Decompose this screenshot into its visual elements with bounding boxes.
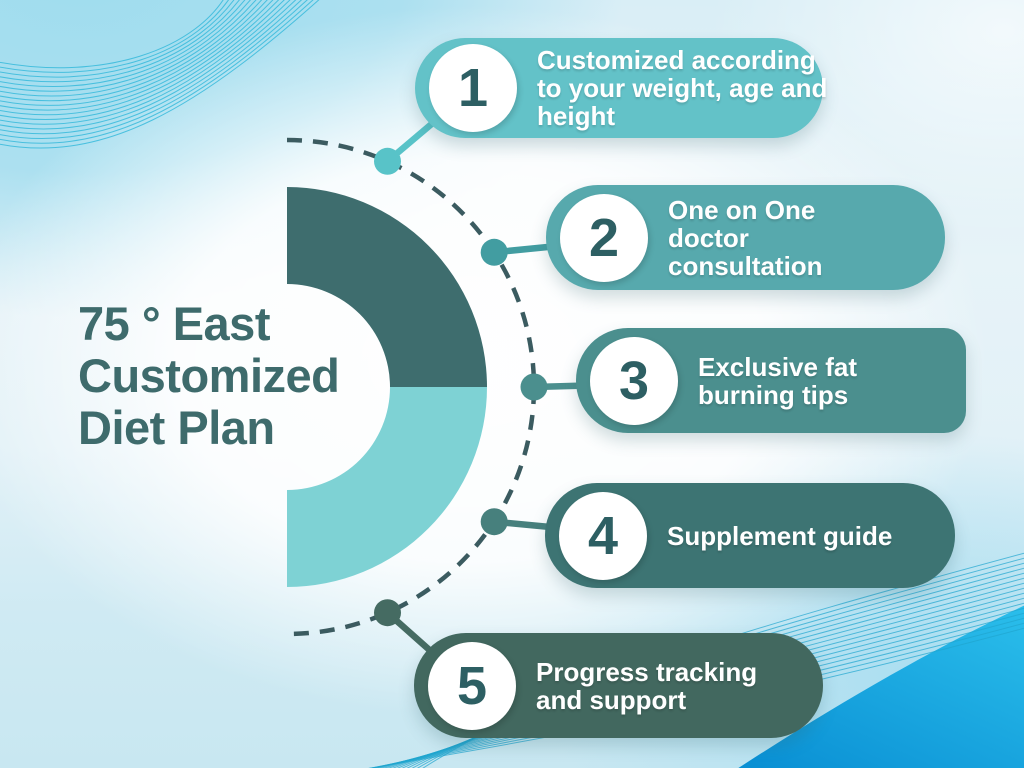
step-number-5: 5: [456, 655, 488, 716]
wave-line: [0, 0, 320, 149]
wave-line: [0, 0, 303, 135]
progress-arc-dark: [287, 187, 487, 387]
step-text-3: Exclusive fat burning tips: [698, 353, 863, 409]
page-title: 75 ° East Customized Diet Plan: [78, 297, 340, 454]
step-pill-5: 5 Progress tracking and support: [414, 633, 823, 738]
step-text-5-line-2: and support: [536, 684, 687, 715]
step-text-2-line-2: doctor: [668, 222, 749, 253]
wave-line: [0, 0, 235, 78]
connector-dot-1: [374, 147, 401, 175]
dashed-circle: [286, 137, 537, 637]
wave-line: [0, 0, 280, 116]
step-number-circle-2: 2: [560, 193, 648, 282]
step-pill-2: 2 One on One doctor consultation: [546, 185, 945, 290]
step-number-4: 4: [587, 505, 619, 566]
progress-arc-light: [287, 387, 487, 587]
connector-dot-5: [374, 599, 401, 627]
wave-line: [0, 0, 314, 144]
step-number-circle-3: 3: [590, 336, 678, 425]
wave-line: [0, 0, 224, 69]
wave-bundle-top-left: [0, 0, 320, 149]
step-text-4-line-1: Supplement guide: [667, 520, 893, 551]
connector-dot-4: [480, 508, 508, 536]
connector-dot-2: [480, 238, 508, 266]
wave-line: [0, 0, 263, 102]
wave-line: [0, 0, 229, 73]
wave-line: [0, 0, 257, 97]
title-line-3: Diet Plan: [78, 401, 275, 454]
step-number-circle-4: 4: [559, 491, 647, 580]
connector-dot-3: [520, 373, 548, 401]
step-text-1: Customized according to your weight, age…: [537, 46, 833, 130]
step-number-circle-5: 5: [428, 641, 516, 730]
step-pill-3: 3 Exclusive fat burning tips: [576, 328, 966, 433]
step-number-1: 1: [457, 58, 489, 118]
wave-line: [0, 0, 240, 83]
step-pill-4: 4 Supplement guide: [545, 483, 955, 588]
wave-line: [0, 0, 285, 120]
step-text-3-line-1: Exclusive fat: [698, 351, 857, 382]
title-line-1: 75 ° East: [78, 297, 270, 350]
step-text-2-line-1: One on One: [668, 194, 816, 225]
wave-line: [0, 0, 308, 140]
wave-line: [0, 0, 251, 92]
wave-corner-fill-bottom-right: [738, 605, 1024, 768]
title-line-2: Customized: [78, 349, 340, 402]
wave-line: [0, 0, 268, 106]
step-text-5-line-1: Progress tracking: [536, 656, 758, 687]
step-text-4: Supplement guide: [667, 522, 898, 550]
wave-line: [0, 0, 274, 111]
step-text-1-line-1: Customized according: [537, 45, 816, 75]
step-text-1-line-2: to your weight, age and: [537, 73, 828, 103]
wave-line: [0, 0, 246, 87]
step-number-circle-1: 1: [429, 44, 517, 132]
step-number-2: 2: [588, 207, 620, 268]
step-text-2-line-3: consultation: [668, 250, 823, 281]
wave-line: [0, 0, 297, 130]
step-pill-1: 1 Customized according to your weight, a…: [415, 38, 827, 138]
step-number-3: 3: [618, 350, 650, 411]
step-text-5: Progress tracking and support: [536, 658, 763, 714]
step-text-3-line-2: burning tips: [698, 379, 849, 410]
step-text-1-line-3: height: [537, 101, 615, 131]
step-text-2: One on One doctor consultation: [668, 196, 829, 280]
wave-line: [0, 0, 291, 125]
